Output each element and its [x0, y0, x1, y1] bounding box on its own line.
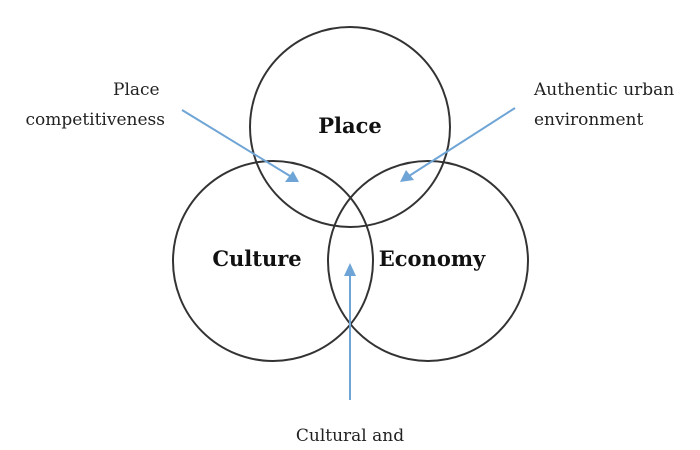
economy-circle [327, 160, 529, 362]
place-circle [249, 26, 451, 228]
authentic-urban-environment-label: Authentic urban environment [533, 80, 680, 130]
place-competitiveness-arrow [181, 109, 299, 182]
place-label: Place [318, 113, 382, 138]
cultural-and-arrow [344, 263, 356, 400]
authentic-urban-environment-line-1: Authentic urban [533, 80, 674, 100]
culture-label: Culture [212, 246, 301, 271]
cultural-and-line-1: Cultural and [296, 426, 404, 446]
place-competitiveness-line-1: Place [113, 80, 160, 100]
authentic-urban-environment-arrow [400, 107, 516, 182]
authentic-urban-environment-line-2: environment [534, 110, 643, 130]
cultural-and-label: Cultural and [296, 426, 404, 446]
place-competitiveness-label: Place competitiveness [26, 80, 165, 130]
culture-circle [172, 160, 374, 362]
place-competitiveness-line-2: competitiveness [26, 110, 165, 130]
economy-label: Economy [379, 246, 486, 271]
